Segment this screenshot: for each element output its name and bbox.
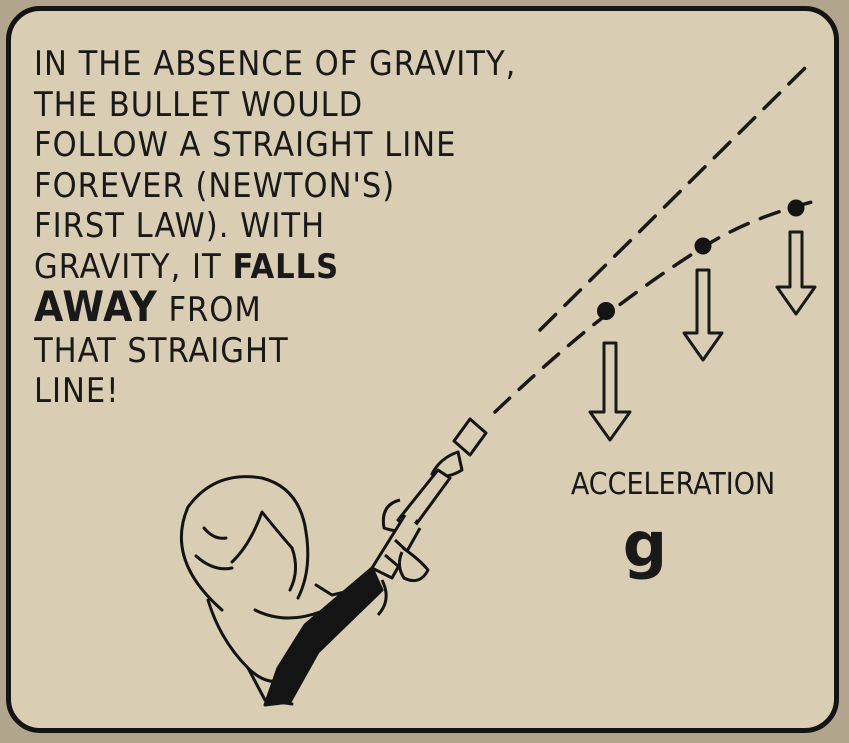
- down-arrow-icon: [775, 230, 817, 316]
- person-figure: [180, 475, 358, 706]
- comic-panel: [6, 6, 839, 733]
- caption-line: GRAVITY, IT FALLS: [34, 247, 614, 288]
- caption-emphasis-away: AWAY: [34, 282, 158, 331]
- acceleration-label: ACCELERATION: [570, 467, 776, 502]
- caption-line: IN THE ABSENCE OF GRAVITY,: [34, 44, 517, 84]
- caption-fragment: GRAVITY, IT: [34, 246, 233, 287]
- caption-fragment: FROM: [157, 290, 262, 330]
- caption-text: IN THE ABSENCE OF GRAVITY, THE BULLET WO…: [34, 44, 614, 412]
- caption-line: FIRST LAW). WITH: [34, 206, 326, 246]
- bullet-dot: [787, 199, 805, 217]
- caption-emphasis-falls: FALLS: [232, 246, 340, 287]
- caption-line: AWAY FROM: [34, 286, 614, 331]
- down-arrow-icon: [682, 268, 724, 362]
- caption-line: THAT STRAIGHT: [34, 330, 289, 371]
- caption-line: THE BULLET WOULD: [34, 84, 364, 125]
- bullet-dot: [597, 302, 615, 320]
- caption-line: LINE!: [34, 371, 120, 411]
- straight-trajectory-line: [538, 66, 807, 332]
- caption-line: FOLLOW A STRAIGHT LINE: [34, 125, 457, 165]
- down-arrow-icon: [588, 341, 632, 442]
- bullet-dot: [694, 237, 712, 255]
- gun-icon: [263, 417, 488, 707]
- acceleration-symbol: g: [622, 508, 668, 581]
- caption-line: FOREVER (NEWTON'S): [34, 165, 396, 206]
- curved-trajectory-line: [493, 200, 814, 414]
